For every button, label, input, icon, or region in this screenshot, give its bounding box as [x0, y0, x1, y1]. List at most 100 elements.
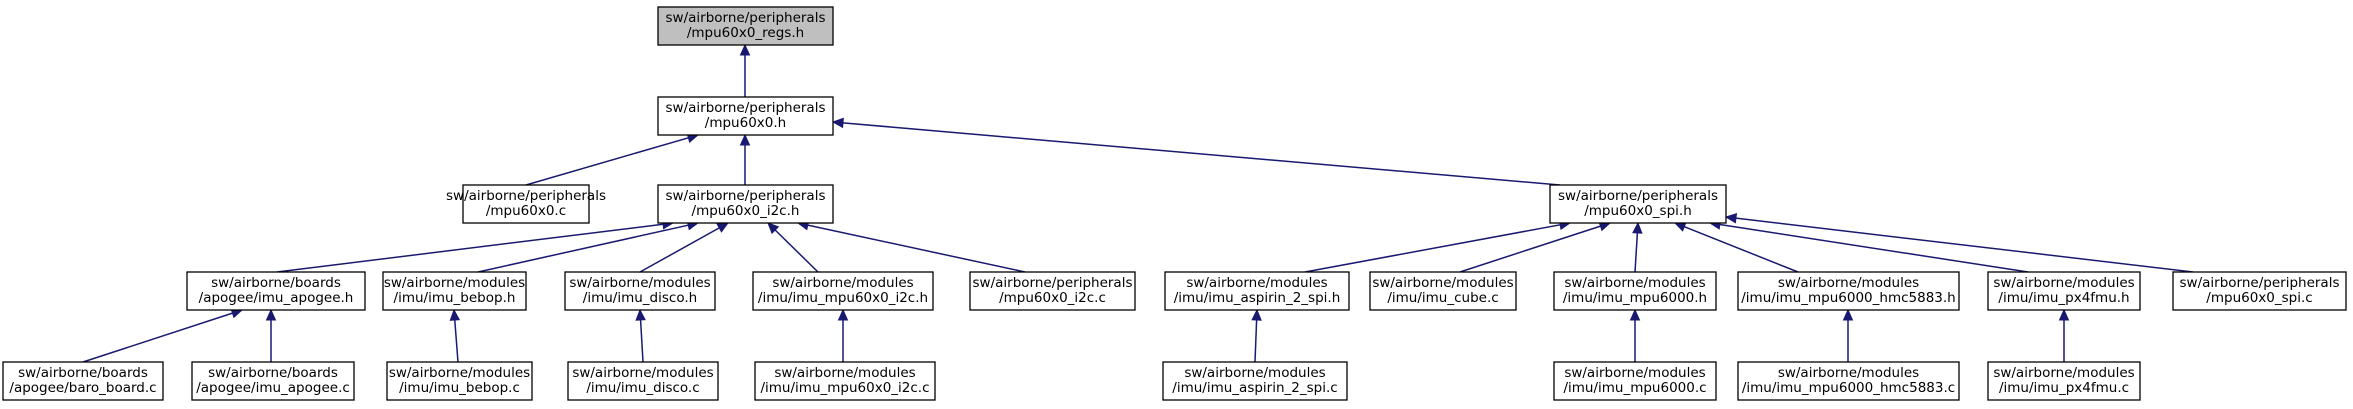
node-imu-mpu6000-hmc5883-c[interactable]: sw/airborne/modules/imu/imu_mpu6000_hmc5… [1737, 361, 1960, 401]
node-box [1553, 361, 1717, 401]
node-mpu60x0-regs-h: sw/airborne/peripherals/mpu60x0_regs.h [657, 6, 834, 46]
node-imu-bebop-h[interactable]: sw/airborne/modules/imu/imu_bebop.h [382, 271, 527, 311]
arrowhead [1724, 212, 1738, 224]
node-box [191, 361, 355, 401]
node-label-file: /mpu60x0.c [486, 203, 566, 219]
arrowhead [2058, 308, 2070, 321]
node-box [1737, 271, 1960, 311]
edge-line [1254, 319, 1258, 363]
node-label-dir: sw/airborne/modules [1564, 365, 1705, 381]
edge-imu-px4fmu-h-to-mpu60x0-spi-h [1708, 219, 2029, 273]
node-box [186, 271, 366, 311]
edge-imu-mpu6000-c-to-imu-mpu6000-h [1629, 308, 1641, 362]
node-imu-disco-c[interactable]: sw/airborne/modules/imu/imu_disco.c [567, 361, 719, 401]
node-imu-mpu60x0-i2c-h[interactable]: sw/airborne/modules/imu/imu_mpu60x0_i2c.… [752, 271, 934, 311]
node-imu-cube-c[interactable]: sw/airborne/modules/imu/imu_cube.c [1369, 271, 1517, 311]
node-label-dir: sw/airborne/modules [384, 275, 525, 291]
node-imu-mpu6000-hmc5883-h[interactable]: sw/airborne/modules/imu/imu_mpu6000_hmc5… [1737, 271, 1960, 311]
edge-line [525, 137, 689, 186]
edge-line [276, 223, 664, 273]
node-label-file: /imu/imu_mpu6000.h [1563, 290, 1707, 306]
node-imu-aspirin-2-spi-h[interactable]: sw/airborne/modules/imu/imu_aspirin_2_sp… [1164, 271, 1350, 311]
edge-line [1459, 225, 1601, 273]
node-label-dir: sw/airborne/modules [772, 275, 913, 291]
edge-imu-mpu6000-hmc5883-c-to-imu-mpu6000-hmc5883-h [1842, 308, 1854, 362]
arrowhead [1842, 308, 1854, 321]
node-imu-mpu6000-h[interactable]: sw/airborne/modules/imu/imu_mpu6000.h [1553, 271, 1717, 311]
node-mpu60x0-c[interactable]: sw/airborne/peripherals/mpu60x0.c [446, 184, 606, 224]
node-label-file: /mpu60x0_spi.h [1584, 203, 1692, 219]
node-mpu60x0-spi-c[interactable]: sw/airborne/peripherals/mpu60x0_spi.c [2172, 271, 2347, 311]
node-label-file: /apogee/imu_apogee.c [196, 380, 350, 396]
node-box [2172, 271, 2347, 311]
node-imu-apogee-c[interactable]: sw/airborne/boards/apogee/imu_apogee.c [191, 361, 355, 401]
edge-mpu60x0-c-to-mpu60x0-h [525, 132, 700, 186]
node-imu-mpu6000-c[interactable]: sw/airborne/modules/imu/imu_mpu6000.c [1553, 361, 1717, 401]
node-label-dir: sw/airborne/peripherals [1558, 188, 1718, 204]
node-box [1737, 361, 1960, 401]
node-box [382, 271, 527, 311]
node-imu-px4fmu-h[interactable]: sw/airborne/modules/imu/imu_px4fmu.h [1987, 271, 2141, 311]
node-label-file: /imu/imu_disco.h [583, 290, 697, 306]
node-box [567, 361, 719, 401]
node-baro-board-c[interactable]: sw/airborne/boards/apogee/baro_board.c [2, 361, 164, 401]
node-mpu60x0-spi-h[interactable]: sw/airborne/peripherals/mpu60x0_spi.h [1549, 184, 1727, 224]
edge-line [774, 229, 819, 273]
node-imu-aspirin-2-spi-c[interactable]: sw/airborne/modules/imu/imu_aspirin_2_sp… [1162, 361, 1348, 401]
node-box [564, 271, 716, 311]
node-label-dir: sw/airborne/modules [1778, 275, 1919, 291]
node-label-dir: sw/airborne/modules [1778, 365, 1919, 381]
node-box [657, 6, 834, 46]
arrowhead [1629, 308, 1641, 321]
arrowhead [449, 308, 461, 321]
node-label-dir: sw/airborne/modules [572, 365, 713, 381]
node-box [657, 96, 834, 136]
node-mpu60x0-h[interactable]: sw/airborne/peripherals/mpu60x0.h [657, 96, 834, 136]
node-mpu60x0-i2c-h[interactable]: sw/airborne/peripherals/mpu60x0_i2c.h [657, 184, 834, 224]
edge-imu-bebop-h-to-mpu60x0-i2c-h [477, 220, 700, 273]
node-imu-px4fmu-c[interactable]: sw/airborne/modules/imu/imu_px4fmu.c [1987, 361, 2141, 401]
node-imu-apogee-h[interactable]: sw/airborne/boards/apogee/imu_apogee.h [186, 271, 366, 311]
edge-imu-bebop-c-to-imu-bebop-h [449, 308, 461, 363]
node-box [1164, 271, 1350, 311]
node-imu-mpu60x0-i2c-c[interactable]: sw/airborne/modules/imu/imu_mpu60x0_i2c.… [754, 361, 936, 401]
arrowhead [265, 308, 277, 321]
arrowhead [1632, 221, 1643, 234]
edge-line [842, 122, 1561, 186]
node-label-dir: sw/airborne/modules [1184, 365, 1325, 381]
edge-line [639, 319, 644, 363]
edge-imu-apogee-h-to-mpu60x0-i2c-h [276, 219, 675, 273]
edge-mpu60x0-i2c-c-to-mpu60x0-i2c-h [796, 220, 1026, 273]
edge-imu-apogee-c-to-imu-apogee-h [265, 308, 277, 362]
edge-imu-disco-h-to-mpu60x0-i2c-h [639, 222, 730, 273]
arrowhead [831, 117, 844, 129]
edge-imu-mpu6000-hmc5883-h-to-mpu60x0-spi-h [1673, 221, 1799, 273]
node-label-file: /apogee/baro_board.c [9, 380, 156, 396]
edge-imu-disco-c-to-imu-disco-h [635, 308, 646, 363]
node-imu-bebop-c[interactable]: sw/airborne/modules/imu/imu_bebop.c [386, 361, 533, 401]
node-label-dir: sw/airborne/modules [1993, 275, 2134, 291]
edge-mpu60x0-i2c-h-to-mpu60x0-h [739, 133, 751, 185]
arrowhead [635, 308, 646, 321]
node-box [657, 184, 834, 224]
edge-imu-px4fmu-c-to-imu-px4fmu-h [2058, 308, 2070, 362]
node-label-file: /mpu60x0_i2c.c [999, 290, 1106, 306]
node-box [1369, 271, 1517, 311]
node-label-file: /mpu60x0_i2c.h [692, 203, 800, 219]
node-label-dir: sw/airborne/modules [774, 365, 915, 381]
edge-line [1304, 224, 1561, 273]
node-label-dir: sw/airborne/peripherals [973, 275, 1133, 291]
node-label-file: /imu/imu_px4fmu.h [1998, 290, 2129, 306]
node-label-file: /imu/imu_mpu6000.c [1563, 380, 1706, 396]
edge-imu-aspirin-2-spi-h-to-mpu60x0-spi-h [1304, 219, 1572, 273]
edge-line [1719, 223, 2029, 273]
node-label-dir: sw/airborne/modules [1372, 275, 1513, 291]
node-imu-disco-h[interactable]: sw/airborne/modules/imu/imu_disco.h [564, 271, 716, 311]
node-box [2, 361, 164, 401]
node-label-dir: sw/airborne/modules [1564, 275, 1705, 291]
edge-line [454, 319, 459, 363]
node-mpu60x0-i2c-c[interactable]: sw/airborne/peripherals/mpu60x0_i2c.c [969, 271, 1136, 311]
arrowhead [837, 308, 849, 321]
edge-imu-mpu60x0-i2c-c-to-imu-mpu60x0-i2c-h [837, 308, 849, 362]
